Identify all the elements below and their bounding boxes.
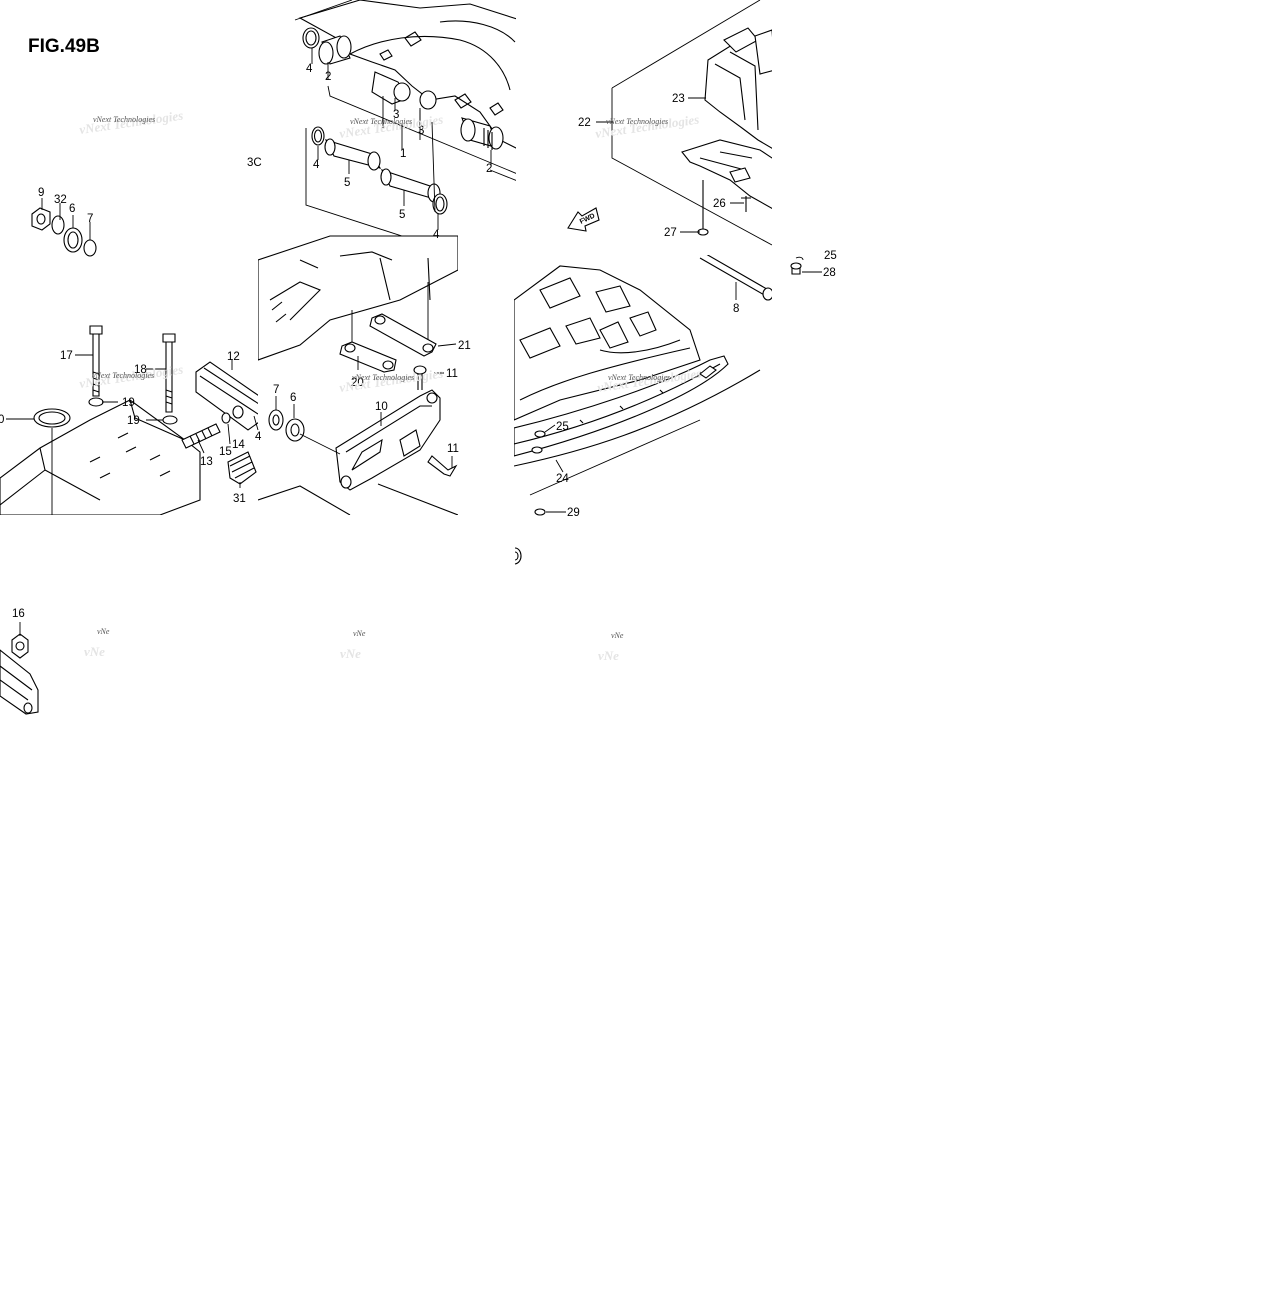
callout-15: 15 [219,446,232,458]
callout-17: 17 [60,350,73,362]
callout-labels: 1 2 2 3 3 4 4 4 4 5 5 6 6 7 7 8 9 0 10 1… [0,63,837,620]
figure-title: FIG.49B [28,36,100,57]
callout-23: 23 [672,93,685,105]
callout-8: 8 [733,303,739,315]
callout-9: 9 [38,187,44,199]
callout-19: 19 [122,397,135,409]
callout-6: 6 [69,203,75,215]
callout-2: 2 [486,163,492,175]
callout-4: 4 [255,431,262,443]
link-bracket-panel [258,235,458,515]
callout-5: 5 [399,209,405,221]
callout-16: 16 [12,608,25,620]
fwd-arrow: FWD [567,207,600,232]
callout-1: 1 [400,148,406,160]
watermark: vNext Technologies [606,117,668,126]
callout-30-partial: 3C [247,157,262,169]
callout-25: 25 [556,421,569,433]
callout-29: 29 [567,507,580,519]
watermark: vNext Technologies [92,371,154,380]
watermark-fragment-shadow: vNe [598,648,619,663]
callout-3: 3 [393,109,399,121]
callout-19: 19 [127,415,140,427]
callout-22: 22 [578,117,591,129]
watermark: vNext Technologies [93,115,155,124]
upper-bracket-panel: FWD [567,0,772,246]
callout-32: 32 [54,194,67,206]
skid-frame-panel [514,255,822,565]
watermark-fragment: vNe [97,627,110,636]
watermark-fragment-shadow: vNe [340,646,361,661]
callout-10: 10 [375,401,388,413]
callout-31: 31 [233,493,246,505]
callout-2: 2 [325,71,331,83]
callout-24: 24 [556,473,569,485]
watermark: vNext Technologies [352,373,414,382]
callout-13: 13 [200,456,213,468]
callout-26: 26 [713,198,726,210]
swing-arm-panel [294,0,516,251]
callout-7: 7 [273,384,279,396]
callout-27: 27 [664,227,677,239]
callout-14: 14 [232,439,245,451]
watermark-fragment: vNe [353,629,366,638]
callout-11: 11 [447,443,459,455]
callout-6: 6 [290,392,296,404]
callout-leaders [6,48,744,636]
watermark-fragment: vNe [611,631,624,640]
callout-5: 5 [344,177,350,189]
watermark: vNext Technologies [608,373,670,382]
mount-hardware-panel [0,207,258,715]
callout-11: 11 [446,368,458,380]
callout-4: 4 [313,159,320,171]
callout-12: 12 [227,351,240,363]
callout-18: 18 [134,364,147,376]
callout-3: 3 [418,125,424,137]
watermark-fragment-shadow: vNe [84,644,105,659]
callout-28: 28 [823,267,836,279]
watermark: vNext Technologies [350,117,412,126]
callout-20: 20 [351,377,364,389]
callout-4: 4 [433,229,440,241]
callout-25-partial: 25 [824,250,837,262]
callout-21: 21 [458,340,471,352]
callout-4: 4 [306,63,313,75]
watermark-shadow: vNext Technologies [594,112,700,141]
callout-0: 0 [0,414,4,426]
callout-7: 7 [87,213,93,225]
